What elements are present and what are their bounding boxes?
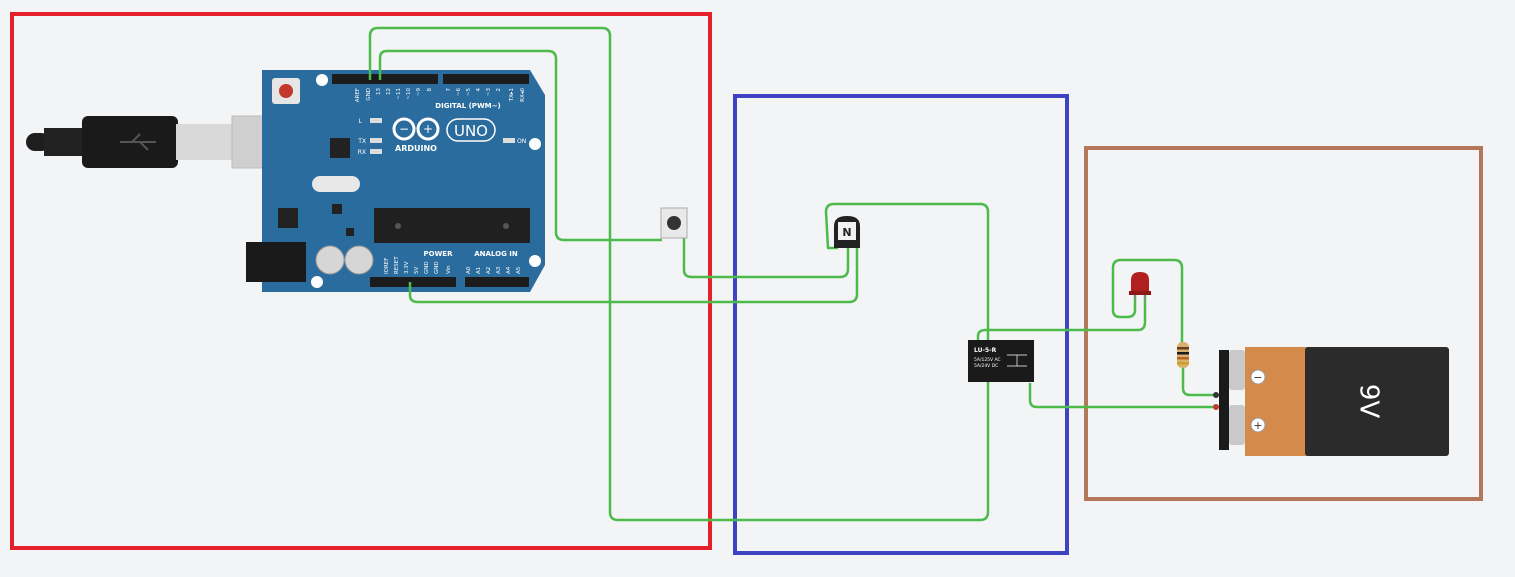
digital-header-label: DIGITAL (PWM~) [435, 102, 500, 110]
wire-transistor-to-relay [824, 202, 990, 342]
resistor [1177, 342, 1189, 368]
mount-hole [316, 74, 328, 86]
led-label-l: L [359, 118, 363, 125]
led-label-on: ON [517, 138, 526, 145]
analog-header [465, 277, 529, 287]
led-label-rx: RX [358, 149, 366, 156]
arduino-brand: ARDUINO [395, 144, 437, 153]
wire-gnd-to-relay [368, 26, 990, 522]
push-button[interactable] [660, 207, 688, 239]
pin-label: ~6 [456, 88, 462, 97]
wire-5v-to-transistor [408, 248, 859, 304]
wire-led-to-resistor [1111, 258, 1184, 345]
transistor-region-box [733, 94, 1069, 555]
transistor-label: N [842, 226, 851, 239]
regulator [278, 208, 298, 228]
pin-label: 3.3V [404, 261, 410, 274]
pin-label: ~11 [396, 88, 402, 100]
pin-label: 4 [476, 88, 482, 92]
pin-label: 12 [386, 88, 392, 95]
arduino-region-box [10, 12, 712, 550]
digital-header-right [443, 74, 529, 84]
pin-label: A5 [516, 266, 522, 274]
pin-label: TX▸1 [509, 88, 515, 102]
relay-rating-dc: 5A/24V DC [974, 363, 998, 369]
power-header-label: POWER [424, 250, 454, 258]
pin-label: A1 [476, 267, 482, 274]
mount-hole [529, 138, 541, 150]
analog-header-label: ANALOG IN [474, 250, 518, 258]
battery-minus-sign: − [1253, 371, 1262, 384]
pin-label: 7 [446, 88, 452, 92]
svg-text:+: + [423, 122, 433, 136]
usb-chip [330, 138, 350, 158]
npn-transistor: N [834, 216, 860, 248]
relay-model: LU-5-R [974, 347, 997, 354]
pin-label: ~5 [466, 88, 472, 97]
wire-relay-to-battery-plus [1028, 383, 1214, 409]
pin-label: 2 [496, 88, 502, 92]
power-jack [246, 242, 306, 282]
usb-icon [120, 133, 156, 151]
crystal [312, 176, 360, 192]
capacitor [344, 245, 374, 275]
pin-label: RX◂0 [520, 88, 526, 102]
pin-label: GND [434, 261, 440, 274]
wire-pin13-to-button [378, 49, 662, 242]
power-header [370, 277, 456, 287]
arduino-logo [392, 117, 440, 141]
pin-label: ~10 [406, 88, 412, 100]
pin-label: GND [366, 88, 372, 101]
mount-hole [529, 255, 541, 267]
pin-label: ~9 [416, 88, 422, 97]
battery-9v: − + 9V [1213, 347, 1449, 456]
pin-label: A0 [466, 266, 472, 274]
pin-label: 8 [427, 88, 433, 92]
arduino-board: L TX RX ON − + ARDUINO UNO DIGITAL (PWM~… [246, 70, 545, 292]
wire-button-to-transistor-base [682, 234, 850, 279]
digital-header-left [332, 74, 438, 84]
pin-label: RESET [394, 256, 400, 274]
pin-label: A2 [486, 267, 492, 274]
relay-rating-ac: 5A/125V AC [974, 357, 1001, 363]
pin-label: A4 [506, 266, 512, 274]
mount-hole [311, 276, 323, 288]
usb-cable [26, 115, 301, 169]
pin-label: 13 [376, 88, 382, 95]
relay: LU-5-R 5A/125V AC 5A/24V DC [968, 340, 1034, 382]
red-led [1129, 272, 1151, 300]
capacitor [315, 245, 345, 275]
pin-label: AREF [355, 88, 361, 102]
pin-label: 5V [414, 267, 420, 274]
battery-plus-sign: + [1253, 419, 1262, 432]
led-label-tx: TX [357, 138, 366, 145]
wire-resistor-to-battery-minus [1181, 365, 1214, 397]
svg-text:−: − [399, 122, 409, 136]
wire-relay-to-led [976, 292, 1147, 342]
pin-label: Vin [446, 265, 452, 274]
battery-region-box [1084, 146, 1483, 501]
pin-label: ~3 [486, 88, 492, 97]
pin-label: IOREF [384, 258, 390, 274]
pin-label: GND [424, 261, 430, 274]
pin-label: A3 [496, 266, 502, 274]
arduino-model: UNO [454, 122, 488, 140]
battery-label: 9V [1354, 384, 1384, 419]
wires [368, 26, 1214, 522]
